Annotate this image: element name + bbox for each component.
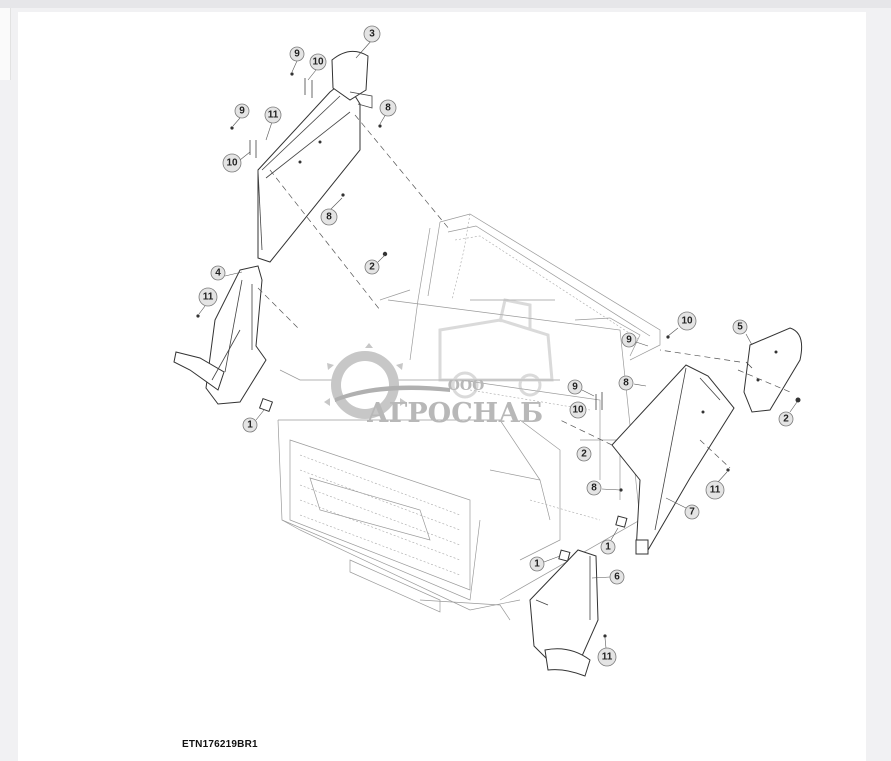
exploded-parts-diagram: ООО АГРОСНАБ	[173, 25, 803, 677]
svg-text:8: 8	[591, 483, 597, 494]
spring-clip-10c	[595, 392, 603, 410]
callout-3: 3	[363, 25, 381, 43]
callout-11: 11	[264, 106, 282, 124]
callout-8: 8	[320, 208, 338, 226]
svg-text:8: 8	[385, 103, 391, 114]
watermark-line1: ООО	[448, 378, 485, 394]
svg-text:8: 8	[623, 378, 629, 389]
callout-11: 11	[705, 480, 725, 500]
part-4-guard	[173, 265, 274, 413]
figure-id: ETN176219BR1	[182, 739, 258, 750]
callout-4: 4	[210, 265, 226, 281]
callout-9: 9	[234, 103, 250, 119]
watermark-line2: АГРОСНАБ	[367, 398, 544, 429]
svg-text:1: 1	[605, 542, 611, 553]
svg-text:11: 11	[203, 292, 214, 303]
callout-9: 9	[289, 46, 305, 62]
side-panel-edge	[0, 8, 11, 80]
svg-text:10: 10	[681, 316, 693, 327]
svg-text:8: 8	[326, 212, 332, 223]
svg-text:10: 10	[312, 57, 324, 68]
callout-9: 9	[567, 379, 583, 395]
callout-2: 2	[364, 259, 380, 275]
callout-10: 10	[677, 311, 697, 331]
callout-11: 11	[597, 647, 617, 667]
svg-text:9: 9	[294, 49, 300, 60]
callout-10: 10	[309, 53, 327, 71]
agrosnab-watermark: ООО АГРОСНАБ	[324, 298, 554, 429]
svg-text:9: 9	[626, 335, 632, 346]
spring-clip-10a	[304, 78, 313, 98]
part-3-guard	[257, 50, 373, 263]
callout-8: 8	[586, 480, 602, 496]
callouts: 3 9 10 8 9 11 10 8 2 4 11 1 10 5 9 8 9	[198, 25, 798, 667]
spring-clip-10b	[249, 140, 257, 158]
callout-10: 10	[569, 401, 587, 419]
svg-text:7: 7	[689, 507, 695, 518]
svg-text:11: 11	[268, 110, 279, 121]
callout-9: 9	[621, 332, 637, 348]
callout-6: 6	[609, 569, 625, 585]
svg-text:5: 5	[737, 322, 743, 333]
callout-11: 11	[198, 287, 218, 307]
fasteners	[196, 72, 801, 638]
part-5-guard	[743, 327, 803, 413]
top-bar	[0, 0, 891, 8]
callout-2: 2	[576, 446, 592, 462]
combine-harvester-icon	[438, 298, 554, 399]
callout-1: 1	[242, 417, 258, 433]
alignment-lines	[257, 114, 791, 469]
callout-10: 10	[222, 153, 242, 173]
callout-1: 1	[600, 539, 616, 555]
svg-text:1: 1	[534, 559, 540, 570]
gear-logo-icon	[324, 343, 450, 419]
svg-text:2: 2	[369, 262, 375, 273]
svg-text:9: 9	[572, 382, 578, 393]
part-7-guard	[611, 364, 735, 555]
callout-8: 8	[379, 99, 397, 117]
svg-text:1: 1	[247, 420, 253, 431]
machine-frame	[277, 213, 661, 621]
svg-text:11: 11	[602, 652, 613, 663]
diagram-sheet: ООО АГРОСНАБ	[18, 12, 866, 761]
callout-5: 5	[732, 319, 748, 335]
svg-text:4: 4	[215, 268, 221, 279]
svg-text:6: 6	[614, 572, 620, 583]
svg-text:2: 2	[581, 449, 587, 460]
svg-text:2: 2	[783, 414, 789, 425]
svg-text:9: 9	[239, 106, 245, 117]
callout-7: 7	[684, 504, 700, 520]
svg-text:11: 11	[710, 485, 721, 496]
svg-text:10: 10	[226, 158, 238, 169]
callout-2: 2	[778, 411, 794, 427]
callout-1: 1	[529, 556, 545, 572]
callout-8: 8	[618, 375, 634, 391]
svg-text:3: 3	[369, 29, 375, 40]
svg-text:10: 10	[572, 405, 584, 416]
part-6-guard	[529, 515, 628, 677]
